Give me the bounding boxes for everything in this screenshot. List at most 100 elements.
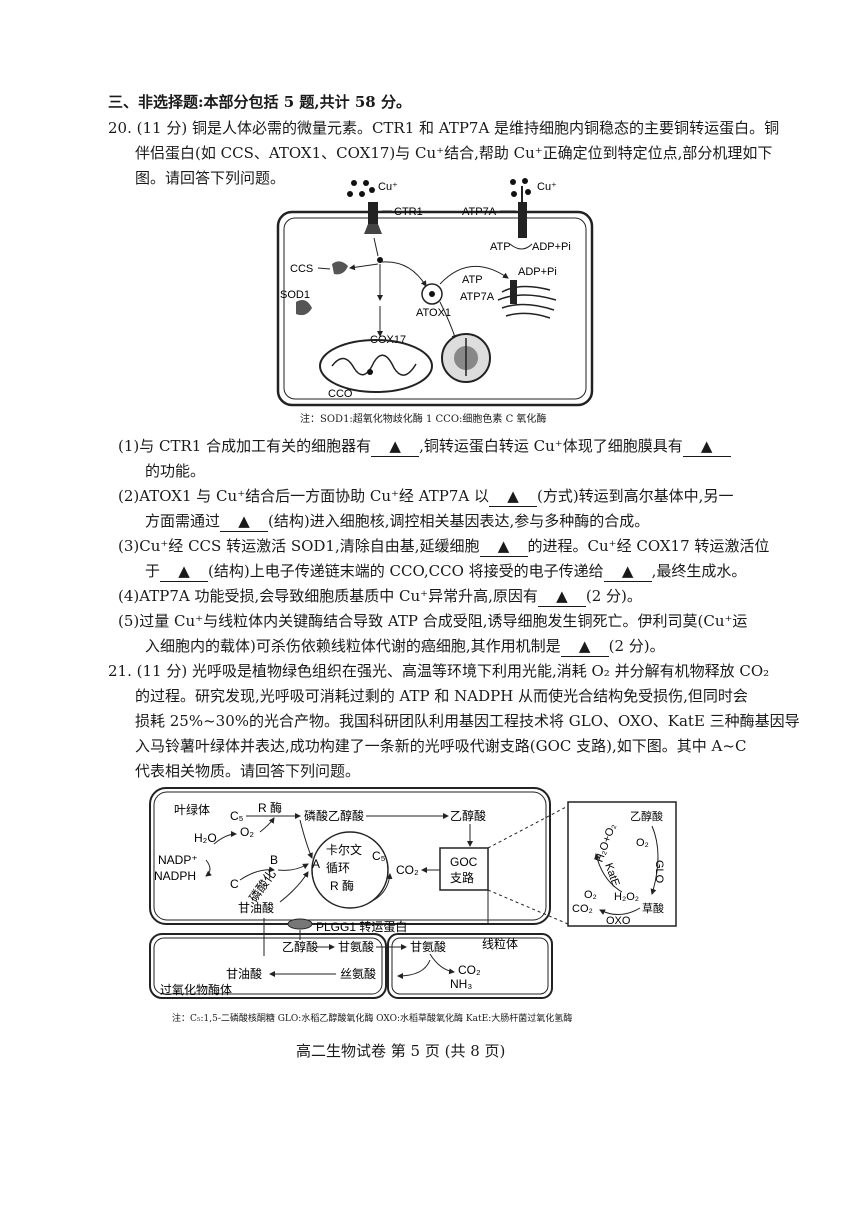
label-goc-glo: GLO	[653, 860, 665, 884]
label-goc-o2a: O₂	[636, 837, 649, 849]
diagram-label-cu-left: Cu⁺	[378, 181, 398, 193]
diagram-label-atp7a-inner: ATP7A	[460, 291, 495, 303]
label-goc-h2o2: H₂O₂	[614, 891, 639, 903]
diagram-label-atp: ATP	[490, 241, 511, 253]
label-phosphoglycolate: 磷酸乙醇酸	[304, 808, 364, 823]
answer-blank-2-1[interactable]: ▲	[488, 486, 537, 507]
label-goc-2: 支路	[450, 870, 474, 885]
label-b: B	[270, 853, 278, 867]
q20-stem-line-1: 20. (11 分) 铜是人体必需的微量元素。CTR1 和 ATP7A 是维持细…	[108, 119, 780, 137]
q20-4-text-b: (2 分)。	[585, 587, 642, 605]
label-serine: 丝氨酸	[340, 966, 376, 981]
diagram-label-atox1: ATOX1	[416, 307, 451, 319]
label-nadph: NADPH	[154, 869, 196, 883]
label-co2-mito: CO₂	[458, 963, 481, 977]
answer-blank-2-2[interactable]: ▲	[220, 511, 269, 532]
label-goc-glycolate: 乙醇酸	[630, 809, 663, 823]
label-glycerate: 甘油酸	[238, 900, 274, 915]
q21-stem-line-4: 入马铃薯叶绿体并表达,成功构建了一条新的光呼吸代谢支路(GOC 支路),如下图。…	[135, 737, 747, 755]
label-glycine-2: 甘氨酸	[410, 939, 446, 954]
label-glycine-1: 甘氨酸	[338, 939, 374, 954]
q20-1-text-c: 的功能。	[145, 462, 206, 480]
q20-3-text-c: 于	[145, 562, 161, 580]
q21-stem-line-3: 损耗 25%~30%的光合产物。我国科研团队利用基因工程技术将 GLO、OXO、…	[135, 712, 800, 730]
label-plgg1: PLGG1 转运蛋白	[316, 919, 407, 934]
label-goc-co2: CO₂	[572, 903, 593, 915]
q20-stem-line-2: 伴侣蛋白(如 CCS、ATOX1、COX17)与 Cu⁺结合,帮助 Cu⁺正确定…	[135, 144, 773, 162]
diagram-label-ctr1: CTR1	[394, 206, 423, 218]
answer-blank-4-1[interactable]: ▲	[537, 586, 586, 607]
label-calvin-3: R 酶	[330, 878, 354, 893]
label-glycerate-peroxisome: 甘油酸	[226, 966, 262, 981]
answer-blank-3-1[interactable]: ▲	[479, 536, 528, 557]
label-c5-cycle: C₅	[372, 849, 386, 863]
label-goc-oxalate: 草酸	[642, 901, 664, 915]
q20-diagram-note: 注：SOD1:超氧化物歧化酶 1 CCO:细胞色素 C 氧化酶	[300, 414, 547, 425]
q20-1-text-a: (1)与 CTR1 合成加工有关的细胞器有	[118, 437, 372, 455]
label-c: C	[230, 877, 239, 891]
label-h2o: H₂O	[194, 831, 217, 845]
q20-question-1: (1)与 CTR1 合成加工有关的细胞器有▲,铜转运蛋白转运 Cu⁺体现了细胞膜…	[118, 436, 731, 457]
q20-4-text-a: (4)ATP7A 功能受损,会导致细胞质基质中 Cu⁺异常升高,原因有	[118, 587, 538, 605]
q20-5-text-a: (5)过量 Cu⁺与线粒体内关键酶结合导致 ATP 合成受阻,诱导细胞发生铜死亡…	[118, 612, 748, 630]
q20-question-5-cont: 入细胞内的载体)可杀伤依赖线粒体代谢的癌细胞,其作用机制是▲(2 分)。	[145, 636, 665, 657]
q20-3-text-a: (3)Cu⁺经 CCS 转运激活 SOD1,清除自由基,延缓细胞	[118, 537, 480, 555]
diagram-label-atp7a-top: ATP7A	[462, 206, 497, 218]
label-mitochondrion: 线粒体	[482, 936, 518, 951]
diagram-label-sod1: SOD1	[280, 289, 310, 301]
answer-blank-3-2[interactable]: ▲	[160, 561, 209, 582]
q20-2-text-a: (2)ATOX1 与 Cu⁺结合后一方面协助 Cu⁺经 ATP7A 以	[118, 487, 489, 505]
diagram-label-atp-inner: ATP	[462, 274, 483, 286]
q21-stem-line-2: 的过程。研究发现,光呼吸可消耗过剩的 ATP 和 NADPH 从而使光合结构免受…	[135, 687, 748, 705]
label-goc-o2b: O₂	[584, 889, 597, 901]
label-chloroplast: 叶绿体	[174, 802, 210, 817]
answer-blank-1-2[interactable]: ▲	[682, 436, 731, 457]
answer-blank-3-3[interactable]: ▲	[603, 561, 652, 582]
label-calvin-2: 循环	[326, 861, 350, 875]
answer-blank-1-1[interactable]: ▲	[371, 436, 420, 457]
label-o2: O₂	[240, 825, 254, 839]
q20-stem-line-3: 图。请回答下列问题。	[135, 169, 286, 187]
label-r-enzyme: R 酶	[258, 800, 282, 815]
label-calvin-1: 卡尔文	[326, 842, 362, 857]
label-goc-oxo: OXO	[606, 915, 631, 927]
goc-branch-box	[439, 847, 489, 891]
q20-3-text-e: ,最终生成水。	[651, 562, 747, 580]
page-footer: 高二生物试卷 第 5 页 (共 8 页)	[296, 1042, 506, 1060]
q20-2-text-b: (方式)转运到高尔基体中,另一	[536, 487, 734, 505]
label-c5: C₅	[230, 809, 244, 823]
section-title: 三、非选择题:本部分包括 5 题,共计 58 分。	[108, 93, 411, 111]
photorespiration-diagram: 叶绿体 C₅ R 酶 磷酸乙醇酸 乙醇酸 O₂ H₂O 卡尔文 循环 R 酶 C…	[149, 787, 677, 999]
q20-1-text-b: ,铜转运蛋白转运 Cu⁺体现了细胞膜具有	[419, 437, 683, 455]
label-glycolate-top: 乙醇酸	[450, 808, 486, 823]
diagram-label-cu-right: Cu⁺	[537, 181, 557, 193]
q20-3-text-b: 的进程。Cu⁺经 COX17 转运激活位	[527, 537, 770, 555]
label-phosphorylation: 磷酸化	[246, 867, 279, 905]
label-a: A	[312, 857, 320, 871]
label-glycolate-mid: 乙醇酸	[282, 939, 318, 954]
label-co2: CO₂	[396, 863, 419, 877]
diagram-label-cco: CCO	[328, 388, 353, 400]
q20-3-text-d: (结构)上电子传递链末端的 CCO,CCO 将接受的电子传递给	[208, 562, 604, 580]
diagram-label-ccs: CCS	[290, 263, 313, 275]
answer-blank-5-1[interactable]: ▲	[560, 636, 609, 657]
q20-question-4: (4)ATP7A 功能受损,会导致细胞质基质中 Cu⁺异常升高,原因有▲(2 分…	[118, 586, 642, 607]
q20-question-2: (2)ATOX1 与 Cu⁺结合后一方面协助 Cu⁺经 ATP7A 以▲(方式)…	[118, 486, 733, 507]
label-peroxisome: 过氧化物酶体	[160, 982, 232, 997]
q21-diagram-note: 注：C₅:1,5-二磷酸核酮糖 GLO:水稻乙醇酸氧化酶 OXO:水稻草酸氧化酶…	[172, 1014, 573, 1024]
q20-5-text-c: (2 分)。	[608, 637, 665, 655]
label-goc-1: GOC	[450, 855, 478, 869]
q20-question-2-cont: 方面需通过▲(结构)进入细胞核,调控相关基因表达,参与多种酶的合成。	[145, 511, 649, 532]
q20-question-3: (3)Cu⁺经 CCS 转运激活 SOD1,清除自由基,延缓细胞▲的进程。Cu⁺…	[118, 536, 769, 557]
label-nadp: NADP⁺	[158, 853, 198, 867]
q20-question-3-cont: 于▲(结构)上电子传递链末端的 CCO,CCO 将接受的电子传递给▲,最终生成水…	[145, 561, 746, 582]
q20-2-text-d: (结构)进入细胞核,调控相关基因表达,参与多种酶的合成。	[268, 512, 650, 530]
q21-stem-line-5: 代表相关物质。请回答下列问题。	[135, 762, 361, 780]
label-nh3: NH₃	[450, 977, 472, 991]
diagram-label-adp-pi: ADP+Pi	[532, 241, 571, 253]
copper-transport-diagram: Cu⁺ Cu⁺ CTR1 ATP7A ATP ADP+Pi CCS SOD1 A…	[276, 178, 594, 407]
q20-2-text-c: 方面需通过	[145, 512, 221, 530]
q21-stem-line-1: 21. (11 分) 光呼吸是植物绿色组织在强光、高温等环境下利用光能,消耗 O…	[108, 662, 770, 680]
diagram-label-adp-pi-inner: ADP+Pi	[518, 266, 557, 278]
